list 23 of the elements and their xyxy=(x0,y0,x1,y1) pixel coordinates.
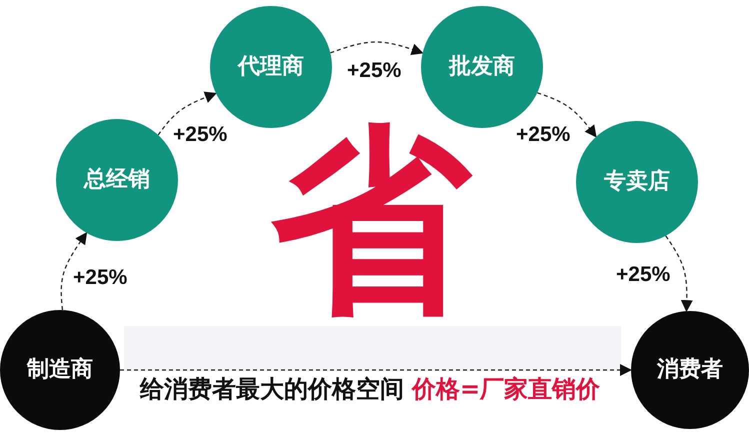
edge-label: +25% xyxy=(516,124,570,145)
node-label: 批发商 xyxy=(449,54,515,80)
node-label: 专卖店 xyxy=(604,170,670,194)
node-label: 总经销 xyxy=(84,168,150,192)
node-label: 代理商 xyxy=(238,54,304,80)
node-label: 制造商 xyxy=(27,358,93,382)
stage-circle xyxy=(0,310,120,430)
price-text: 价格=厂家直销价 xyxy=(412,377,600,401)
edge-label: +25% xyxy=(173,124,228,145)
stage-circle xyxy=(631,311,749,429)
stage-circle xyxy=(576,121,698,243)
edge-label: +25% xyxy=(347,60,402,81)
edge-label: +25% xyxy=(616,264,670,285)
dashed-arrow xyxy=(330,41,424,56)
large-character: 省 xyxy=(271,122,471,322)
edge-label: +25% xyxy=(73,267,128,288)
dashed-arrow xyxy=(537,92,597,138)
dashed-arrow xyxy=(158,92,217,136)
node-label: 消费者 xyxy=(657,358,723,382)
dashed-arrow xyxy=(120,364,632,376)
dashed-arrow xyxy=(665,235,693,312)
slogan-text: 给消费者最大的价格空间 xyxy=(140,377,404,401)
dashed-arrow xyxy=(60,232,88,310)
